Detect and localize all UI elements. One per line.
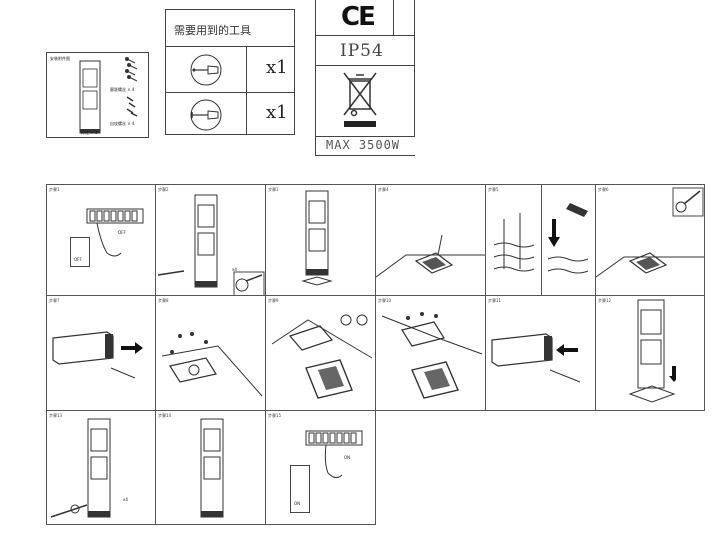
ip-rating: IP54 bbox=[340, 41, 384, 61]
tools-title: 需要用到的工具 bbox=[174, 24, 251, 37]
tool1-qty: x1 bbox=[266, 57, 288, 78]
screwdriver-icon bbox=[157, 270, 185, 276]
step-4-panel: 步骤4 bbox=[375, 184, 486, 296]
socket-wiring-drawing bbox=[271, 314, 373, 399]
step-15-switch-text: ON bbox=[344, 455, 351, 460]
flat-screwdriver-icon bbox=[190, 99, 222, 131]
lamp-post-drawing bbox=[200, 418, 224, 518]
screws-label: 膨胀螺丝 × 4 bbox=[110, 87, 135, 92]
step-8-panel: 步骤8 bbox=[155, 295, 266, 411]
breaker-panel-drawing bbox=[305, 430, 363, 479]
step-12-label: 步骤12 bbox=[598, 298, 612, 303]
phillips-screwdriver-icon bbox=[190, 54, 222, 86]
step-2-qty: x4 bbox=[232, 267, 237, 272]
lamp-post-drawing bbox=[301, 190, 333, 286]
ce-mark: CE bbox=[341, 2, 376, 32]
parts-box: 安装附件图 膨胀螺丝 × 4 自攻螺丝 × 4 灯柱 × 1 bbox=[46, 52, 149, 138]
step-7-label: 步骤7 bbox=[49, 298, 60, 303]
lamp-post-drawing bbox=[79, 60, 101, 134]
step-3-label: 步骤3 bbox=[268, 187, 279, 192]
step-9-label: 步骤9 bbox=[268, 298, 279, 303]
step-10-label: 步骤10 bbox=[378, 298, 392, 303]
tools-divider-top bbox=[166, 46, 294, 47]
flat-screwdriver-icon bbox=[233, 271, 265, 299]
anchors-icon bbox=[126, 96, 138, 117]
cert-vline-right bbox=[393, 0, 394, 35]
step-5-panel: 步骤5 bbox=[485, 184, 596, 296]
step-12-panel: 步骤12 bbox=[595, 295, 705, 411]
step-15-switch-inset bbox=[290, 465, 310, 513]
cert-h2 bbox=[315, 65, 415, 66]
lamp-label: 灯柱 × 1 bbox=[81, 130, 98, 135]
step-5-divider bbox=[541, 185, 542, 295]
cert-vline-far bbox=[414, 0, 415, 136]
lamp-post-side-drawing bbox=[52, 331, 143, 379]
step-1-panel: 步骤1 OFF OFF bbox=[46, 184, 156, 296]
step-2-label: 步骤2 bbox=[158, 187, 169, 192]
cert-vline-left bbox=[315, 0, 316, 156]
lamp-post-drawing bbox=[87, 418, 111, 518]
step-7-panel: 步骤7 bbox=[46, 295, 156, 411]
anchors-label: 自攻螺丝 × 4 bbox=[110, 121, 135, 126]
weee-bin-icon bbox=[343, 72, 377, 127]
step-1-switch-inset bbox=[70, 237, 90, 267]
step-1-inset-text: OFF bbox=[74, 257, 82, 262]
socket-wiring-drawing bbox=[161, 332, 263, 397]
step-11-label: 步骤11 bbox=[488, 298, 502, 303]
step-8-label: 步骤8 bbox=[158, 298, 169, 303]
step-15-label: 步骤15 bbox=[268, 413, 282, 418]
lamp-post-side-drawing bbox=[491, 333, 581, 383]
breaker-panel-drawing bbox=[86, 208, 144, 257]
cert-h1 bbox=[315, 35, 415, 36]
tool2-qty: x1 bbox=[266, 102, 288, 123]
tools-divider-mid bbox=[166, 92, 294, 93]
step-11-panel: 步骤11 bbox=[485, 295, 596, 411]
step-9-panel: 步骤9 bbox=[265, 295, 376, 411]
step-15-inset-text: ON bbox=[294, 501, 301, 506]
step-14-panel: 步骤14 bbox=[155, 410, 266, 525]
cert-h3 bbox=[315, 136, 415, 137]
tools-divider-vert bbox=[246, 46, 247, 134]
socket-wiring-drawing bbox=[381, 312, 483, 399]
screws-icon bbox=[125, 57, 138, 82]
drilling-drawing bbox=[493, 203, 589, 274]
lamp-post-drawing bbox=[628, 299, 676, 403]
step-10-panel: 步骤10 bbox=[375, 295, 486, 411]
cert-h4 bbox=[315, 155, 415, 156]
step-6-panel: 步骤6 bbox=[595, 184, 705, 296]
screwdriver-inset bbox=[672, 187, 704, 217]
step-3-panel: 步骤3 bbox=[265, 184, 376, 296]
max-power: MAX 3500W bbox=[326, 138, 401, 152]
base-plate-drawing bbox=[376, 234, 485, 278]
step-6-label: 步骤6 bbox=[598, 187, 609, 192]
step-13-label: 步骤13 bbox=[49, 413, 63, 418]
step-15-panel: 步骤15 ON ON bbox=[265, 410, 376, 525]
tools-box: 需要用到的工具 x1 x1 bbox=[165, 9, 295, 135]
step-1-label: 步骤1 bbox=[49, 187, 60, 192]
step-13-qty: x4 bbox=[123, 497, 128, 502]
step-4-label: 步骤4 bbox=[378, 187, 389, 192]
step-14-label: 步骤14 bbox=[158, 413, 172, 418]
base-plate-drawing bbox=[596, 252, 704, 278]
cert-box: CE IP54 MAX 3500W bbox=[315, 0, 415, 156]
parts-box-title: 安装附件图 bbox=[50, 56, 70, 61]
step-5-label: 步骤5 bbox=[488, 187, 499, 192]
step-1-switch-text: OFF bbox=[118, 230, 126, 235]
lamp-post-drawing bbox=[194, 194, 218, 288]
screwdriver-icon bbox=[50, 504, 88, 518]
step-13-panel: 步骤13 x4 bbox=[46, 410, 156, 525]
